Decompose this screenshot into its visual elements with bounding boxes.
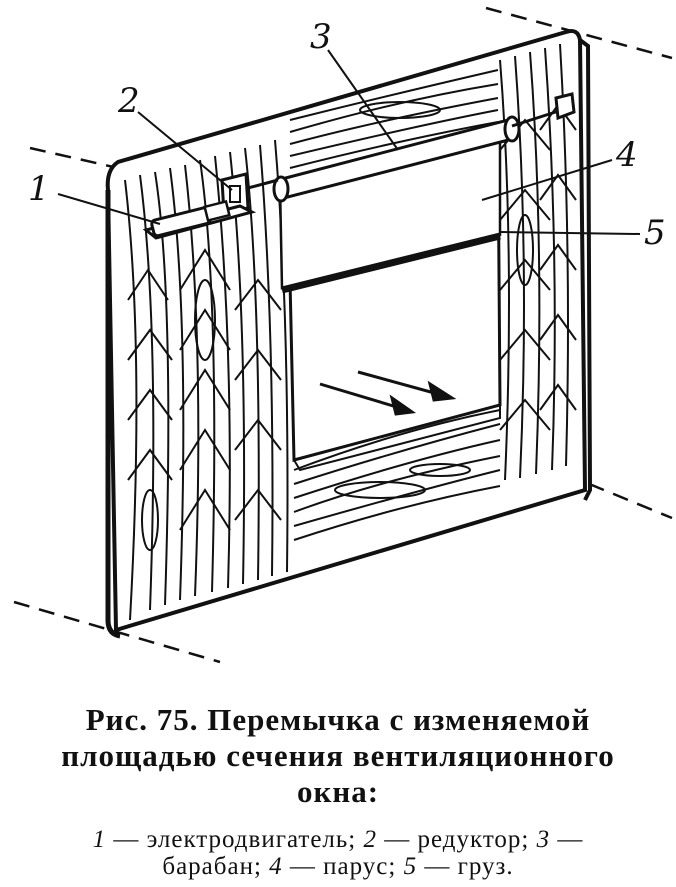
- caption-line-2: площадью сечения вентиляционного: [61, 738, 615, 773]
- drum: [247, 92, 576, 203]
- caption-title: Рис. 75. Перемычка с изменяемой площадью…: [0, 702, 676, 810]
- caption-line-3: окна:: [296, 774, 380, 809]
- label-4: 4: [615, 135, 638, 175]
- legend-text-3: —: [557, 826, 584, 853]
- dashed-lines: [13, 6, 673, 664]
- airflow-arrows: [319, 370, 457, 416]
- figure: 1 2 3 4 5: [13, 6, 673, 664]
- legend-num-3: 3: [536, 826, 551, 853]
- figure-caption: Рис. 75. Перемычка с изменяемой площадью…: [0, 702, 676, 810]
- legend-row-2: барабан; 4 — парус; 5 — груз.: [0, 853, 676, 880]
- legend-num-1: 1: [92, 826, 107, 853]
- caption-line-1: Рис. 75. Перемычка с изменяемой: [85, 702, 591, 737]
- leader-lines: [57, 49, 641, 235]
- legend-text-4: — парус;: [289, 853, 397, 880]
- legend: 1 — электродвигатель; 2 — редуктор; 3 — …: [0, 826, 676, 880]
- legend-text-5: — груз.: [424, 853, 514, 880]
- legend-row-1: 1 — электродвигатель; 2 — редуктор; 3 —: [0, 826, 676, 853]
- legend-num-2: 2: [363, 826, 378, 853]
- legend-num-5: 5: [403, 853, 418, 880]
- label-2: 2: [117, 81, 140, 121]
- electric-motor: [142, 200, 257, 240]
- legend-text-3b: барабан;: [162, 853, 262, 880]
- label-3: 3: [310, 17, 332, 57]
- weight-bar: [281, 232, 501, 294]
- label-5: 5: [644, 213, 666, 253]
- legend-text-1: — электродвигатель;: [113, 826, 357, 853]
- legend-text-2: — редуктор;: [384, 826, 530, 853]
- legend-num-4: 4: [269, 853, 283, 880]
- label-1: 1: [28, 169, 50, 209]
